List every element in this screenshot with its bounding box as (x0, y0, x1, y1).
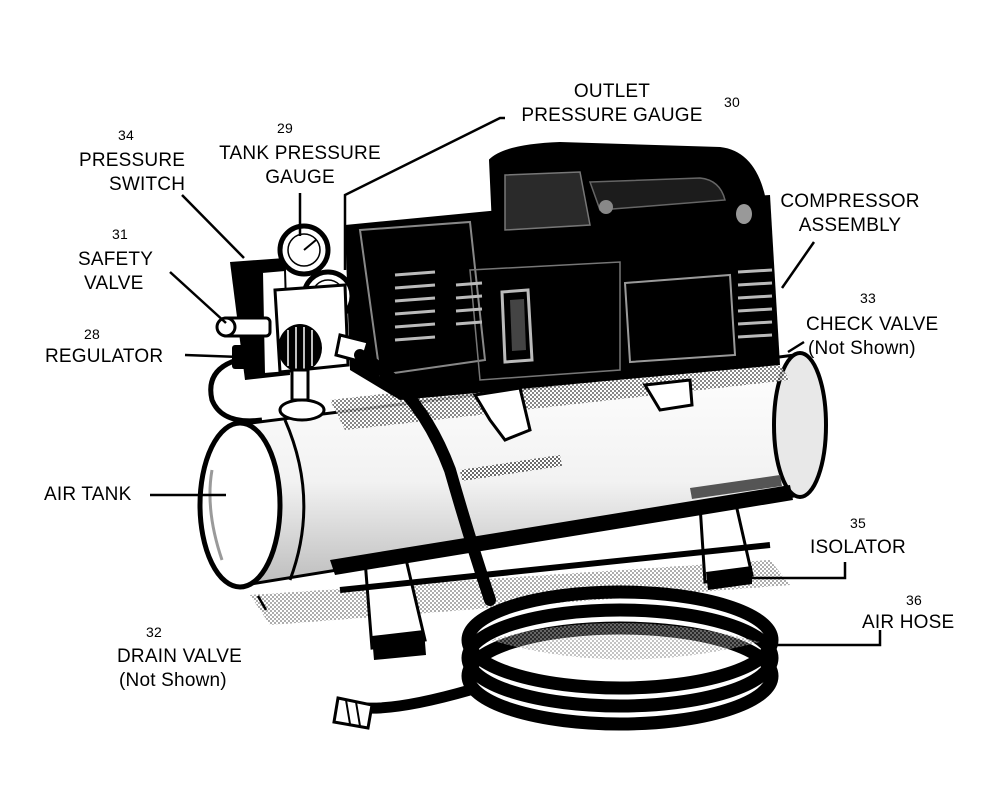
pressure-switch-number: 34 (118, 127, 134, 143)
check-valve-number: 33 (860, 290, 876, 306)
outlet-gauge-number: 30 (724, 94, 740, 110)
tank-tube (208, 357, 263, 424)
safety-valve-label: SAFETY VALVE (78, 249, 154, 294)
tank-gauge-label: TANK PRESSURE GAUGE (219, 143, 381, 188)
hose-fitting (332, 696, 374, 730)
regulator-number: 28 (84, 326, 100, 342)
rear-foot (698, 498, 754, 590)
drain-valve-number: 32 (146, 624, 162, 640)
air-hose-number: 36 (906, 592, 922, 608)
leader-lines (150, 116, 882, 647)
air-hose-drawing (354, 349, 779, 731)
check-valve-label: CHECK VALVE (Not Shown) (806, 314, 939, 359)
air-hose-label: AIR HOSE (862, 612, 955, 633)
compressor-housing (345, 141, 780, 442)
outlet-gauge-label: OUTLET PRESSURE GAUGE (521, 81, 703, 126)
hose-inner-shade (490, 622, 760, 660)
front-foot (339, 542, 771, 660)
regulator-label: REGULATOR (45, 346, 164, 367)
isolator-number: 35 (850, 515, 866, 531)
tank-gauge-number: 29 (277, 120, 293, 136)
compressor-label: COMPRESSOR ASSEMBLY (780, 191, 920, 236)
air-tank-label: AIR TANK (44, 484, 132, 505)
safety-valve-number: 31 (112, 226, 128, 242)
isolator-label: ISOLATOR (810, 537, 906, 558)
pressure-switch-label: PRESSURE SWITCH (79, 150, 186, 195)
drain-valve-label: DRAIN VALVE (Not Shown) (117, 646, 243, 691)
